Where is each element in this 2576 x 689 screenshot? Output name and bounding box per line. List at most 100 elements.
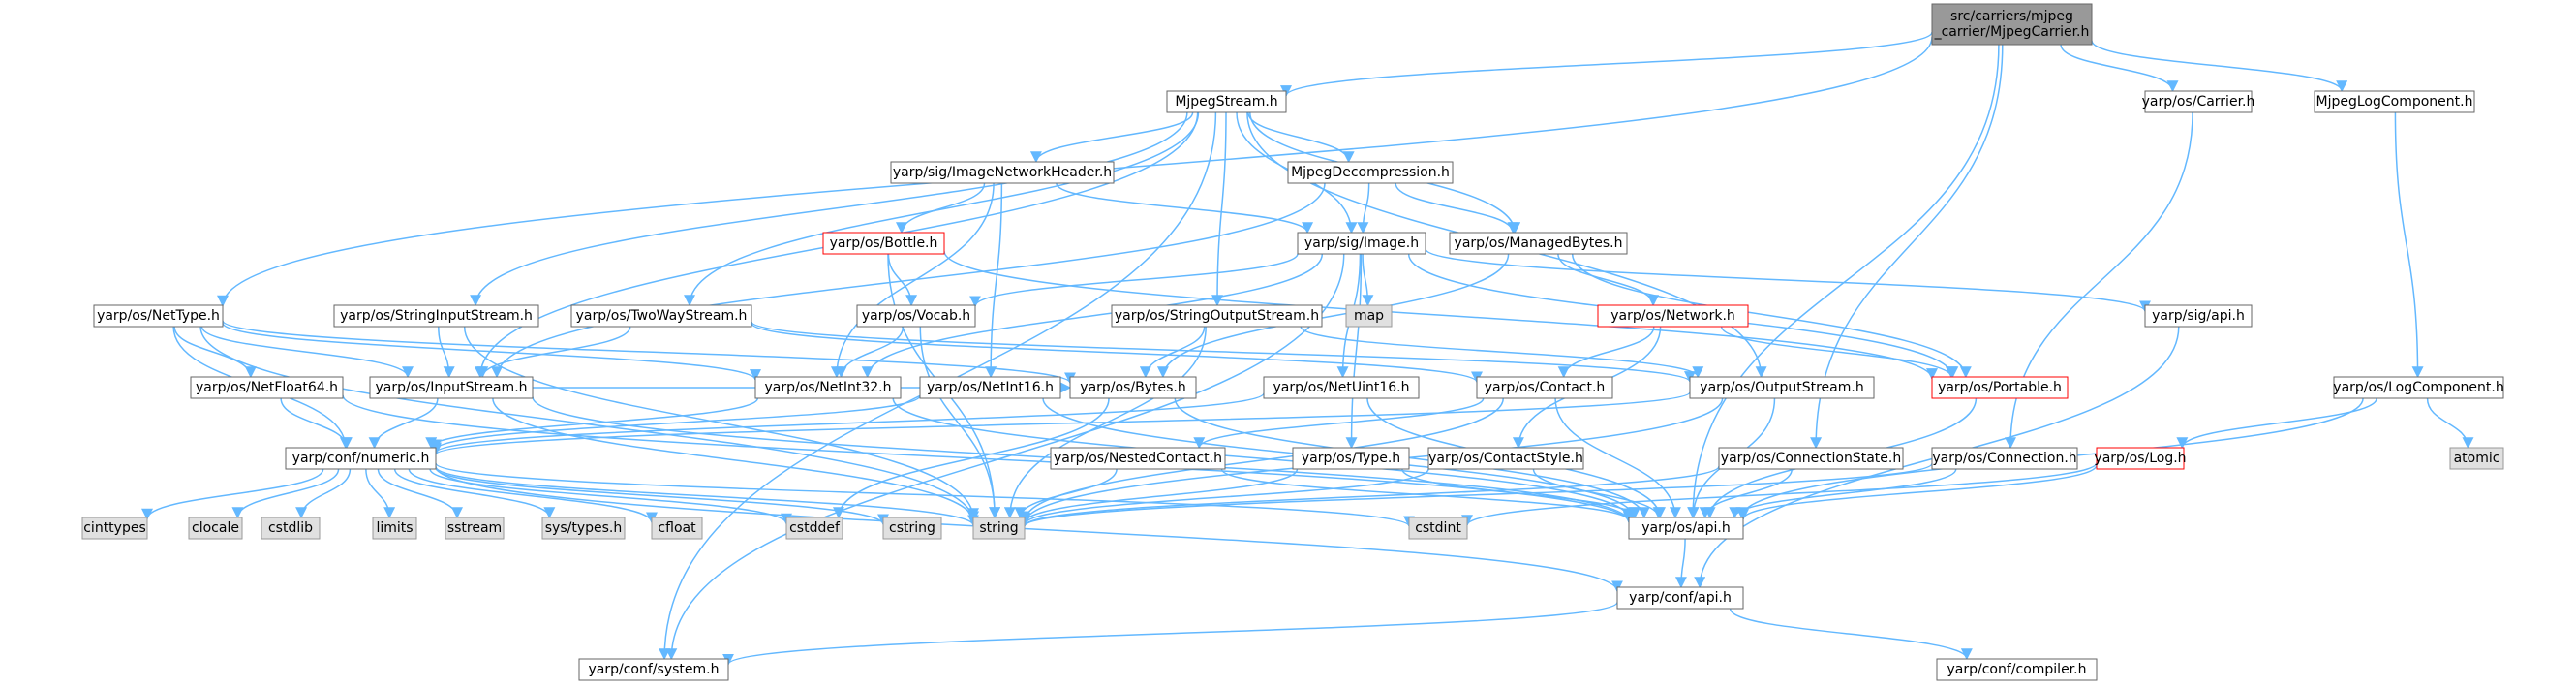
node-systypes[interactable]: sys/types.h xyxy=(541,517,626,540)
node-mjpegdecompression[interactable]: MjpegDecompression.h xyxy=(1287,161,1454,184)
node-cstdlib[interactable]: cstdlib xyxy=(261,517,321,540)
edge-log-to-cstdint xyxy=(1461,462,2098,527)
node-label-connectionstate: yarp/os/ConnectionState.h xyxy=(1721,451,1901,466)
node-network[interactable]: yarp/os/Network.h xyxy=(1597,304,1749,328)
node-cstdint[interactable]: cstdint xyxy=(1408,517,1468,540)
node-box-numeric xyxy=(285,447,437,470)
node-imagenetworkheader[interactable]: yarp/sig/ImageNetworkHeader.h xyxy=(890,161,1115,184)
edge-contact-to-osapi xyxy=(1554,397,1681,519)
node-label-contactstyle: yarp/os/ContactStyle.h xyxy=(1428,451,1583,466)
node-log[interactable]: yarp/os/Log.h xyxy=(2094,447,2187,470)
edge-twowaystream-to-contact xyxy=(751,322,1483,384)
node-string[interactable]: string xyxy=(972,517,1026,540)
node-confapi[interactable]: yarp/conf/api.h xyxy=(1616,586,1744,610)
node-system[interactable]: yarp/conf/system.h xyxy=(578,658,729,681)
node-connectionstate[interactable]: yarp/os/ConnectionState.h xyxy=(1718,447,1904,470)
node-label-map: map xyxy=(1354,308,1384,324)
node-netuint16[interactable]: yarp/os/NetUint16.h xyxy=(1263,376,1420,399)
node-netfloat64[interactable]: yarp/os/NetFloat64.h xyxy=(190,376,344,399)
edge-numeric-to-cinttypes xyxy=(141,468,324,520)
node-mjpeglogcomponent[interactable]: MjpegLogComponent.h xyxy=(2314,90,2475,113)
node-label-netuint16: yarp/os/NetUint16.h xyxy=(1273,380,1409,395)
node-osapi[interactable]: yarp/os/api.h xyxy=(1628,517,1744,540)
node-netint16[interactable]: yarp/os/NetInt16.h xyxy=(919,376,1061,399)
node-box-contact xyxy=(1476,376,1613,399)
node-inputstream[interactable]: yarp/os/InputStream.h xyxy=(369,376,534,399)
edge-inputstream-to-string xyxy=(492,397,979,523)
node-portable[interactable]: yarp/os/Portable.h xyxy=(1931,376,2069,399)
edge-mjpegstream-to-stringinputstream xyxy=(470,111,1188,307)
node-clocale[interactable]: clocale xyxy=(188,517,243,540)
node-label-bytes: yarp/os/Bytes.h xyxy=(1080,380,1185,395)
edge-numeric-to-sstream xyxy=(377,468,464,519)
edge-netint32-to-numeric xyxy=(425,397,759,450)
node-limits[interactable]: limits xyxy=(372,517,417,540)
node-outputstream[interactable]: yarp/os/OutputStream.h xyxy=(1689,376,1875,399)
node-compiler[interactable]: yarp/conf/compiler.h xyxy=(1936,658,2098,681)
node-box-clocale xyxy=(188,517,243,540)
edge-inputstream-to-numeric xyxy=(368,397,439,450)
node-label-netint16: yarp/os/NetInt16.h xyxy=(927,380,1054,395)
node-box-atomic xyxy=(2449,447,2504,470)
node-box-inputstream xyxy=(369,376,534,399)
node-type[interactable]: yarp/os/Type.h xyxy=(1292,447,1410,470)
edge-nettype-to-inputstream xyxy=(200,326,414,379)
node-box-carrier xyxy=(2144,90,2253,113)
node-mjpegstream[interactable]: MjpegStream.h xyxy=(1166,90,1287,113)
node-connection[interactable]: yarp/os/Connection.h xyxy=(1931,447,2078,470)
node-carrier[interactable]: yarp/os/Carrier.h xyxy=(2142,90,2255,113)
edge-confapi-to-system xyxy=(722,601,1618,666)
edge-root-to-connectionstate xyxy=(1810,44,2004,450)
node-sigapi[interactable]: yarp/sig/api.h xyxy=(2144,304,2253,328)
node-root[interactable]: src/carriers/mjpeg_carrier/MjpegCarrier.… xyxy=(1931,3,2093,46)
node-map[interactable]: map xyxy=(1345,304,1393,328)
node-label-connection: yarp/os/Connection.h xyxy=(1932,451,2076,466)
node-box-mjpegstream xyxy=(1166,90,1287,113)
node-box-osapi xyxy=(1628,517,1744,540)
node-atomic[interactable]: atomic xyxy=(2449,447,2504,470)
node-bytes[interactable]: yarp/os/Bytes.h xyxy=(1069,376,1197,399)
node-label-clocale: clocale xyxy=(192,520,239,536)
node-stringinputstream[interactable]: yarp/os/StringInputStream.h xyxy=(333,304,539,328)
node-vocab[interactable]: yarp/os/Vocab.h xyxy=(856,304,976,328)
node-box-connectionstate xyxy=(1718,447,1904,470)
node-box-sstream xyxy=(445,517,505,540)
node-cstddef[interactable]: cstddef xyxy=(785,517,843,540)
node-label-bottle: yarp/os/Bottle.h xyxy=(830,235,938,251)
node-bottle[interactable]: yarp/os/Bottle.h xyxy=(822,232,945,255)
node-nestedcontact[interactable]: yarp/os/NestedContact.h xyxy=(1050,447,1226,470)
node-cinttypes[interactable]: cinttypes xyxy=(81,517,148,540)
node-label-logcomponent: yarp/os/LogComponent.h xyxy=(2333,380,2503,395)
node-numeric[interactable]: yarp/conf/numeric.h xyxy=(285,447,437,470)
edge-nestedcontact-to-string xyxy=(1014,468,1118,519)
node-label-netint32: yarp/os/NetInt32.h xyxy=(764,380,891,395)
node-box-connection xyxy=(1931,447,2078,470)
node-cfloat[interactable]: cfloat xyxy=(651,517,703,540)
node-contact[interactable]: yarp/os/Contact.h xyxy=(1476,376,1613,399)
node-logcomponent[interactable]: yarp/os/LogComponent.h xyxy=(2333,376,2504,399)
node-nettype[interactable]: yarp/os/NetType.h xyxy=(93,304,224,328)
node-managedbytes[interactable]: yarp/os/ManagedBytes.h xyxy=(1449,232,1628,255)
edge-image-to-netint32 xyxy=(861,253,1324,379)
edge-numeric-to-string xyxy=(435,466,979,527)
edge-bottle-to-portable xyxy=(943,250,1938,381)
edge-netuint16-to-numeric xyxy=(430,392,1265,454)
edge-logcomponent-to-log xyxy=(2176,397,2377,450)
node-netint32[interactable]: yarp/os/NetInt32.h xyxy=(754,376,902,399)
node-label-osapi: yarp/os/api.h xyxy=(1641,520,1730,536)
node-twowaystream[interactable]: yarp/os/TwoWayStream.h xyxy=(570,304,752,328)
node-label-cstring: cstring xyxy=(889,520,935,536)
edge-netfloat64-to-numeric xyxy=(280,397,353,450)
edge-contactstyle-to-osapi xyxy=(1532,468,1665,519)
node-label-system: yarp/conf/system.h xyxy=(589,662,720,677)
node-image[interactable]: yarp/sig/Image.h xyxy=(1297,232,1426,255)
node-box-netuint16 xyxy=(1263,376,1420,399)
node-sstream[interactable]: sstream xyxy=(445,517,505,540)
node-cstring[interactable]: cstring xyxy=(882,517,942,540)
edge-nettype-to-bytes xyxy=(222,320,1076,385)
node-label-nettype: yarp/os/NetType.h xyxy=(97,308,220,324)
node-label-limits: limits xyxy=(376,520,413,536)
node-label-systypes: sys/types.h xyxy=(545,520,622,536)
node-stringoutputstream[interactable]: yarp/os/StringOutputStream.h xyxy=(1111,304,1323,328)
node-contactstyle[interactable]: yarp/os/ContactStyle.h xyxy=(1427,447,1584,470)
